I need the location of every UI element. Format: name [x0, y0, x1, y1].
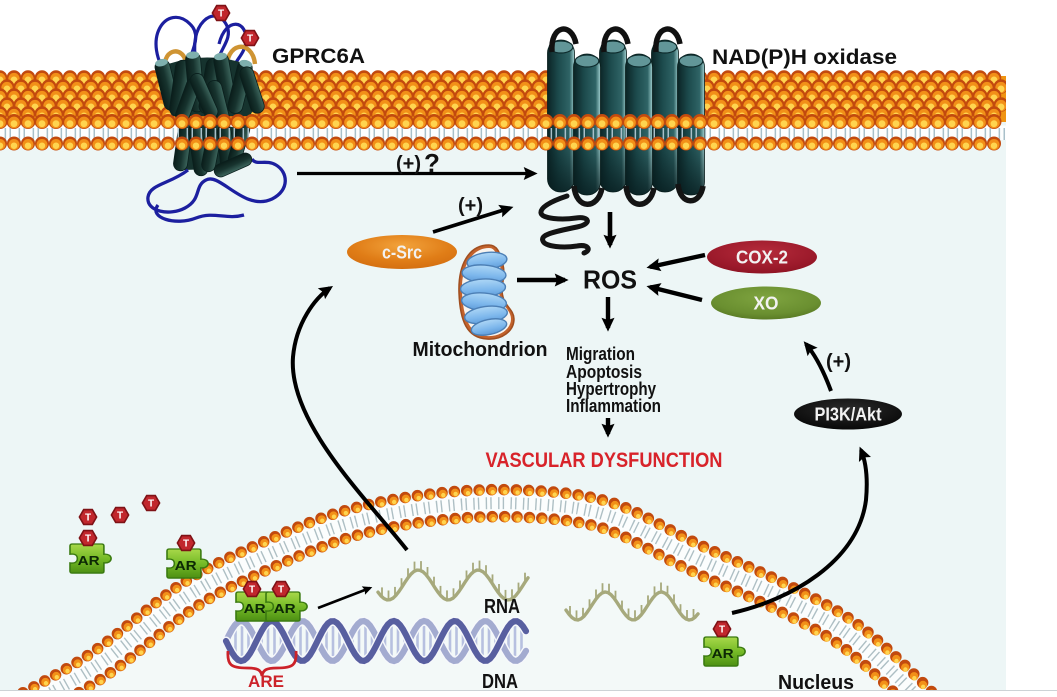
svg-text:(+): (+)	[458, 195, 483, 217]
svg-text:AR: AR	[274, 602, 296, 617]
svg-text:GPRC6A: GPRC6A	[272, 45, 365, 68]
svg-text:RNA: RNA	[484, 596, 520, 618]
svg-text:Migration: Migration	[566, 343, 635, 364]
svg-text:AR: AR	[244, 602, 266, 617]
svg-text:DNA: DNA	[482, 671, 518, 693]
svg-text:AR: AR	[712, 647, 734, 662]
svg-text:T: T	[218, 9, 224, 20]
svg-text:Inflammation: Inflammation	[566, 395, 661, 416]
svg-text:T: T	[249, 585, 255, 596]
svg-text:T: T	[719, 625, 725, 636]
svg-text:c-Src: c-Src	[382, 242, 422, 263]
svg-text:AR: AR	[175, 559, 197, 574]
svg-text:COX-2: COX-2	[736, 247, 788, 268]
svg-text:VASCULAR DYSFUNCTION: VASCULAR DYSFUNCTION	[486, 449, 723, 472]
svg-text:XO: XO	[754, 293, 779, 314]
svg-text:ARE: ARE	[248, 672, 284, 691]
svg-text:(+): (+)	[396, 153, 421, 175]
svg-text:T: T	[148, 499, 154, 510]
svg-text:T: T	[183, 539, 189, 550]
svg-text:T: T	[85, 534, 91, 545]
svg-text:Mitochondrion: Mitochondrion	[413, 339, 548, 361]
svg-text:Apoptosis: Apoptosis	[566, 361, 642, 382]
svg-text:T: T	[117, 511, 123, 522]
svg-text:PI3K/Akt: PI3K/Akt	[815, 404, 882, 425]
svg-text:Nucleus: Nucleus	[778, 672, 854, 694]
svg-text:Hypertrophy: Hypertrophy	[566, 378, 657, 399]
svg-text:T: T	[278, 585, 284, 596]
svg-text:T: T	[85, 513, 91, 524]
svg-text:NAD(P)H oxidase: NAD(P)H oxidase	[712, 46, 897, 69]
svg-text:ROS: ROS	[583, 265, 637, 295]
svg-text:(+): (+)	[826, 351, 851, 373]
svg-text:T: T	[247, 34, 253, 45]
svg-text:?: ?	[424, 148, 440, 178]
svg-text:AR: AR	[78, 554, 100, 569]
